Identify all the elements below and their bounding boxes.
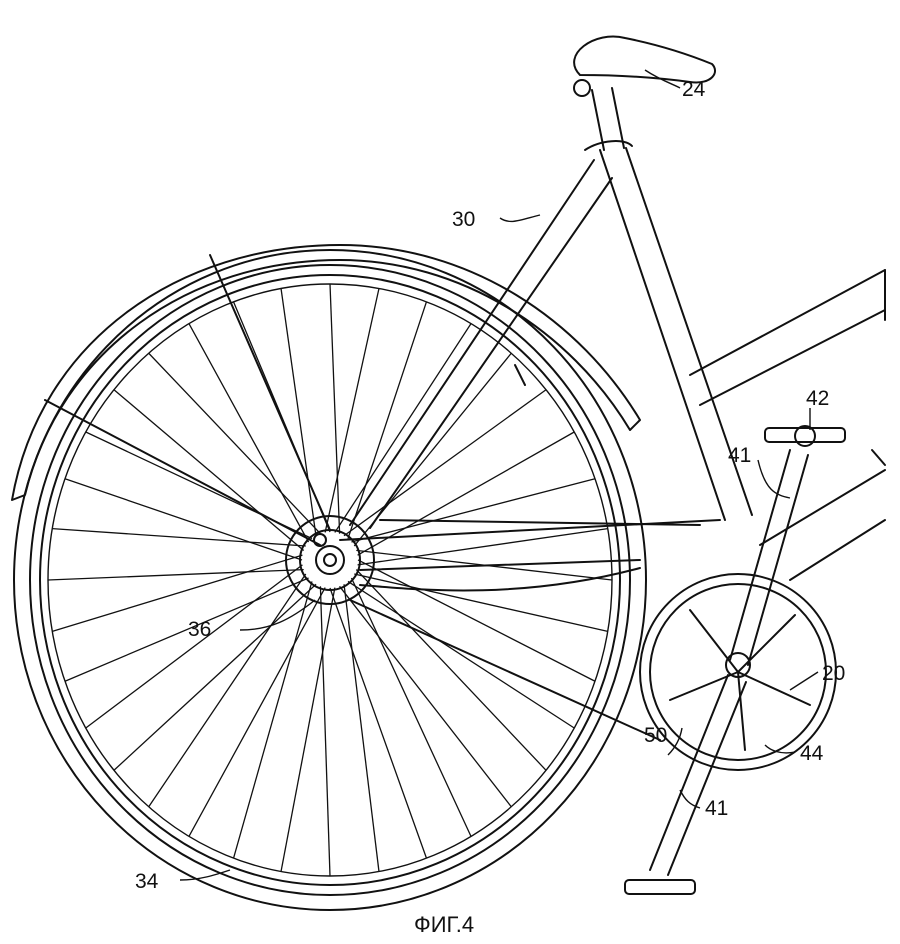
spoke (334, 323, 472, 533)
spoke (52, 527, 306, 547)
spoke (357, 527, 608, 566)
crank-arms (624, 425, 846, 895)
spoke (347, 301, 428, 539)
spoke (354, 573, 608, 633)
label-20: 20 (822, 662, 845, 685)
label-24: 24 (682, 78, 706, 101)
spoke (232, 581, 313, 859)
spoke (351, 478, 596, 543)
spoke (64, 478, 303, 561)
spoke (280, 288, 317, 536)
pedal-top (764, 427, 846, 443)
spoke (329, 283, 341, 534)
spoke (64, 577, 309, 682)
spoke (343, 584, 380, 872)
figure-caption: ФИГ.4 (414, 912, 474, 937)
spoke (350, 577, 472, 837)
spoke (355, 569, 547, 771)
rear-wheel (13, 249, 647, 911)
spoke (339, 585, 512, 808)
spoke (347, 580, 575, 729)
chainring (639, 573, 837, 771)
label-34: 34 (135, 870, 159, 893)
spoke (357, 431, 575, 556)
spoke (188, 323, 310, 543)
fender (11, 244, 641, 501)
spoke (188, 587, 326, 837)
label-50: 50 (644, 724, 667, 747)
spoke (148, 352, 321, 535)
label-36: 36 (188, 618, 211, 641)
spoke (357, 559, 596, 682)
spoke (280, 587, 336, 872)
label-44: 44 (800, 742, 824, 765)
spoke (329, 587, 428, 859)
spoke (113, 583, 317, 771)
label-30: 30 (452, 208, 475, 231)
wheel-spokes (47, 283, 613, 877)
label-42: 42 (806, 387, 829, 410)
pedal-bottom (624, 879, 696, 895)
spoke (52, 554, 303, 633)
spoke (324, 288, 380, 533)
spoke (113, 389, 305, 551)
spoke (343, 389, 547, 537)
spoke (148, 573, 307, 808)
spoke (47, 568, 304, 581)
label-41-top: 41 (728, 444, 751, 467)
label-41-bottom: 41 (705, 797, 728, 820)
leader-lines (179, 69, 819, 881)
spoke (85, 564, 303, 729)
frame (339, 35, 886, 741)
spoke (319, 586, 331, 877)
seat (573, 35, 717, 84)
rear-hub (285, 515, 375, 605)
fender-stay (44, 254, 331, 546)
